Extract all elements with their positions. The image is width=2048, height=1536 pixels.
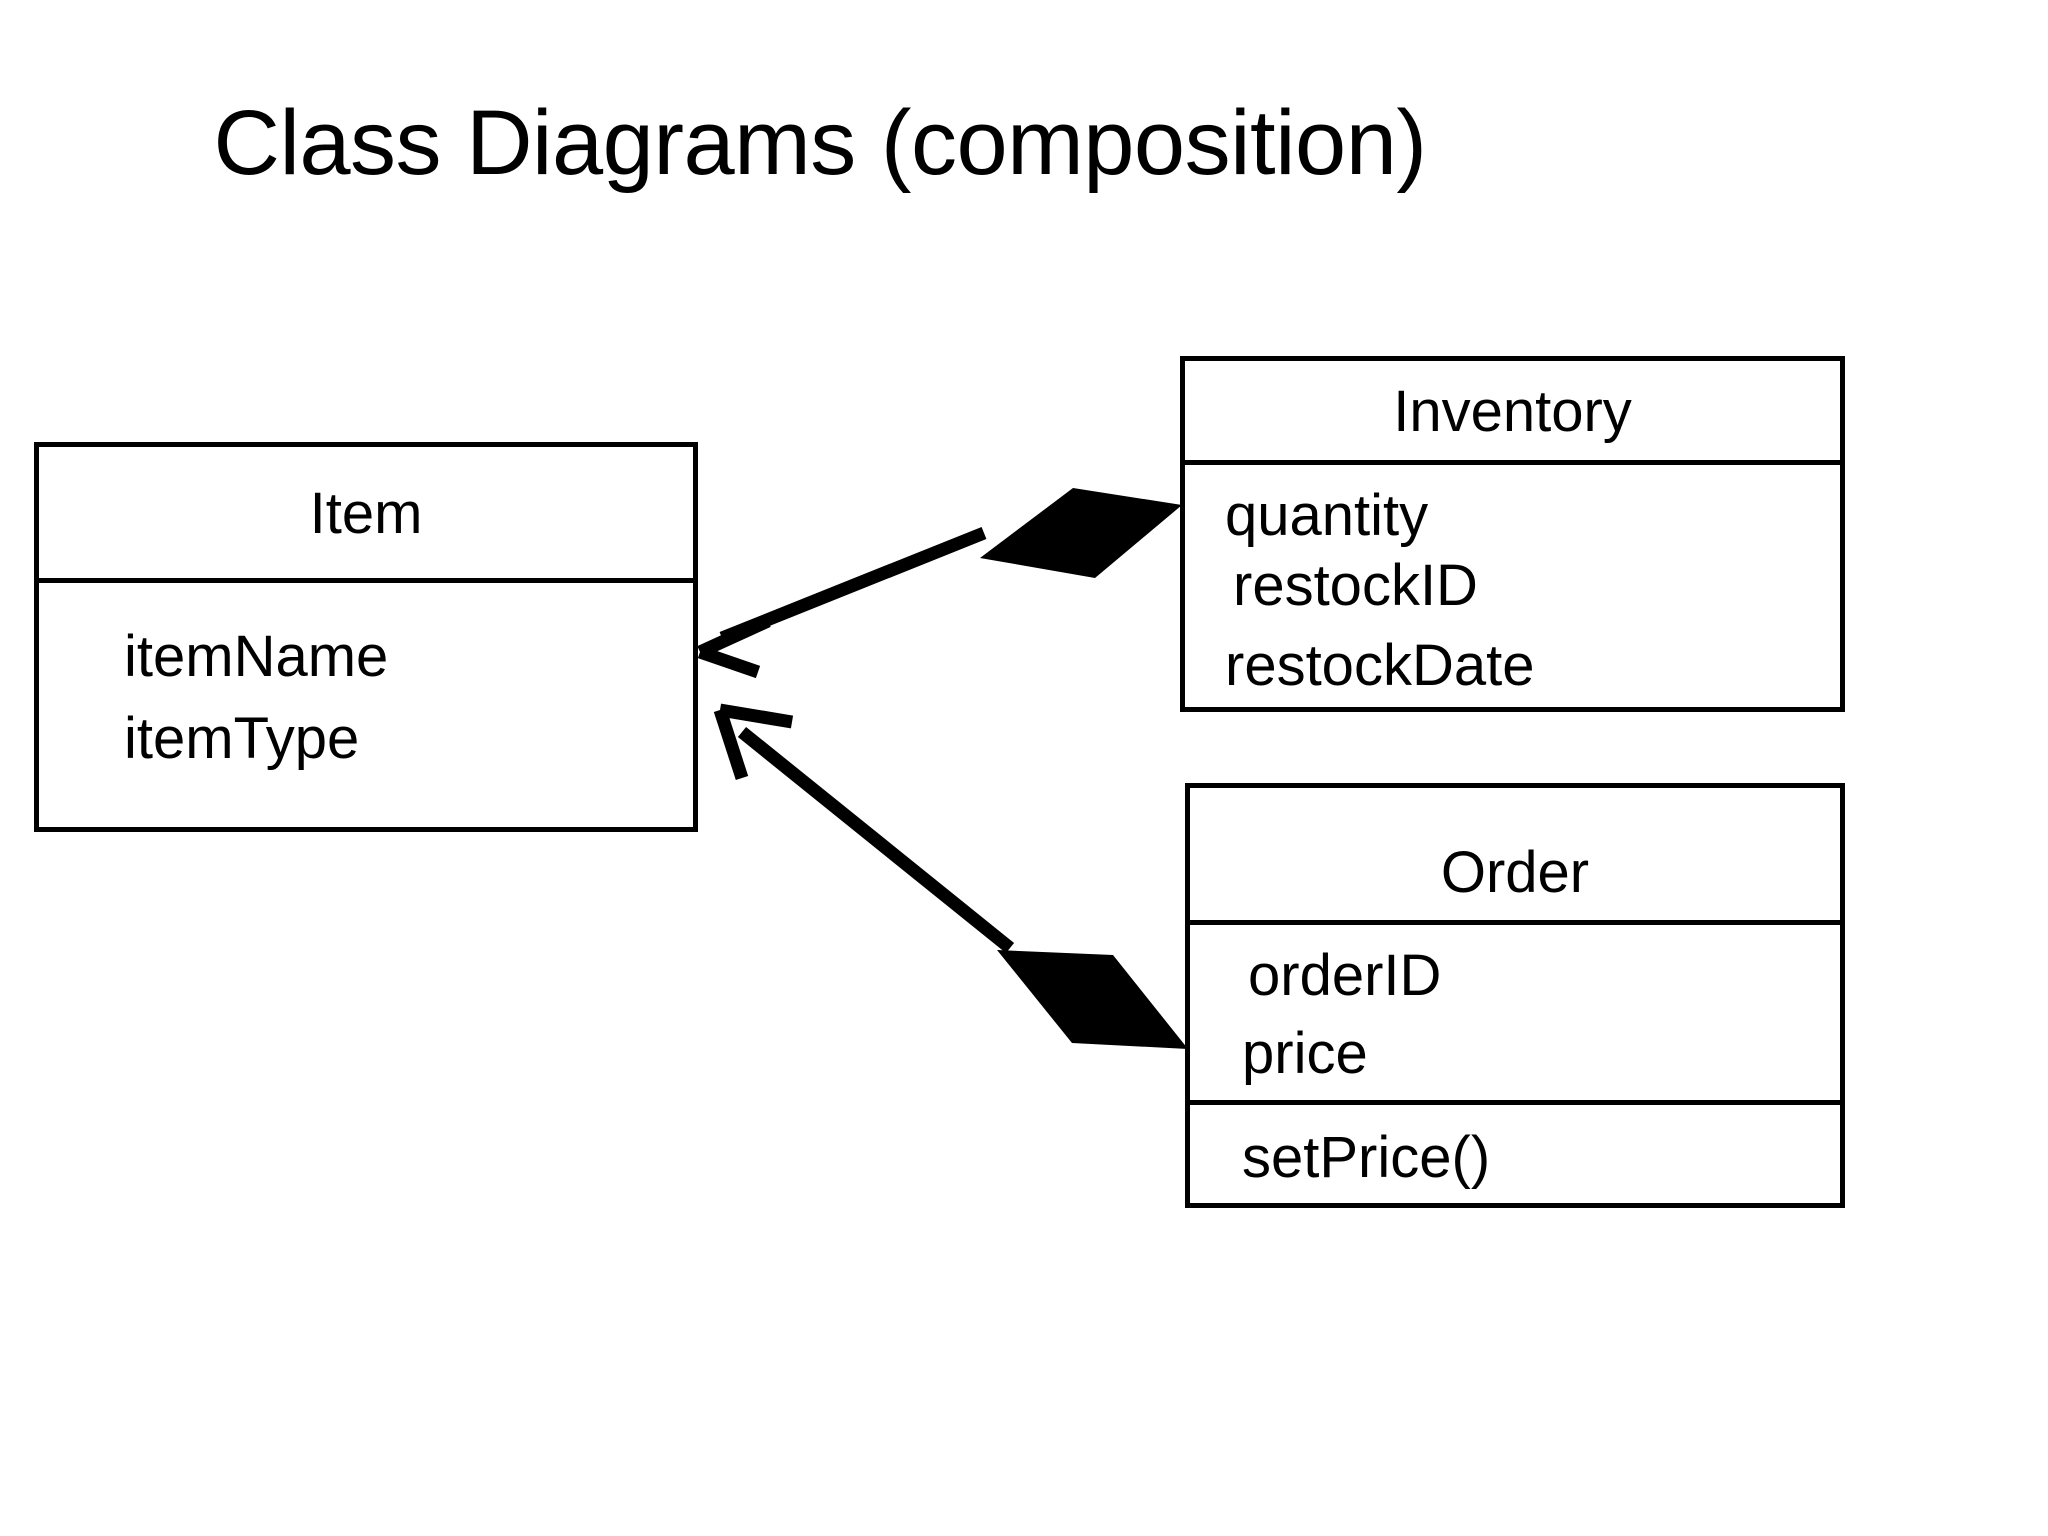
attribute-item-type: itemType xyxy=(124,706,360,771)
class-name-label: Order xyxy=(1440,840,1590,905)
class-attributes-compartment: orderID price xyxy=(1190,920,1840,1100)
class-name-label: Item xyxy=(309,481,423,546)
operation-set-price: setPrice() xyxy=(1242,1125,1491,1190)
attribute-order-id: orderID xyxy=(1248,943,1442,1008)
class-attributes-compartment: quantity restockID restockDate xyxy=(1185,460,1840,712)
attribute-restock-date: restockDate xyxy=(1225,633,1535,698)
class-box-item[interactable]: Item itemName itemType xyxy=(34,442,698,832)
composition-diamond-filled xyxy=(997,950,1188,1049)
class-name-compartment: Inventory xyxy=(1185,361,1840,460)
class-name-compartment: Item xyxy=(39,447,693,578)
connector-order-item xyxy=(713,703,1188,1049)
class-operations-compartment: setPrice() xyxy=(1190,1100,1840,1198)
attribute-restock-id: restockID xyxy=(1233,553,1478,618)
class-attributes-compartment: itemName itemType xyxy=(39,578,693,827)
attribute-item-name: itemName xyxy=(124,624,389,689)
attribute-price: price xyxy=(1242,1021,1368,1086)
class-box-inventory[interactable]: Inventory quantity restockID restockDate xyxy=(1180,356,1845,712)
composition-diamond-filled xyxy=(980,488,1182,578)
class-name-compartment: Order xyxy=(1190,788,1840,920)
class-name-label: Inventory xyxy=(1393,379,1632,444)
page-title: Class Diagrams (composition) xyxy=(213,92,1428,194)
connector-shaft xyxy=(737,726,1015,954)
open-arrowhead xyxy=(697,615,771,679)
open-arrowhead xyxy=(713,703,794,781)
connector-inventory-item xyxy=(697,488,1182,679)
attribute-quantity: quantity xyxy=(1225,483,1429,548)
class-box-order[interactable]: Order orderID price setPrice() xyxy=(1185,783,1845,1208)
